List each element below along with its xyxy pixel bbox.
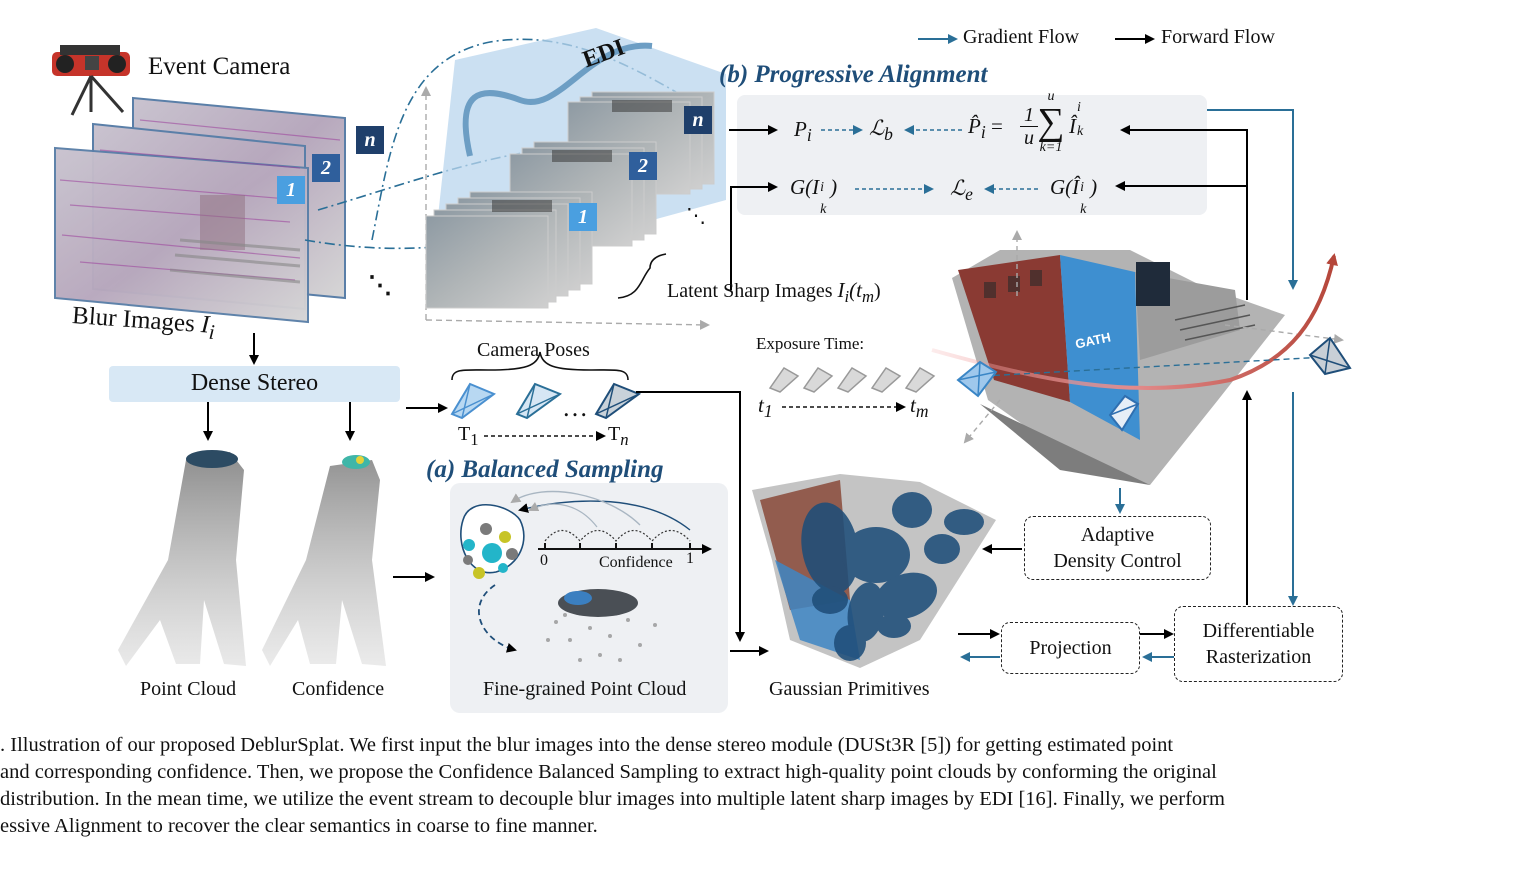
sampling-arrow-light-2 xyxy=(528,502,598,528)
blur-frame-number-2: 2 xyxy=(312,154,340,182)
scene-camera-right xyxy=(1308,336,1352,376)
adaptive-line-1: Adaptive xyxy=(1080,524,1155,546)
gradient-arrow-to-trajectory xyxy=(1207,109,1298,290)
fraction: 1 u xyxy=(1020,104,1038,149)
blur-frame-number-1: 1 xyxy=(277,176,305,204)
blur-frame-1 xyxy=(54,146,309,324)
edi-axis-horizontal xyxy=(425,319,710,330)
point-cloud-graphic xyxy=(118,450,246,666)
confidence-label: Confidence xyxy=(292,678,385,700)
arrow-to-fine-cloud xyxy=(478,584,517,653)
summation: u ∑ k=1 xyxy=(1037,89,1065,156)
camera-poses-label: Camera Poses xyxy=(477,339,590,361)
latent-sharp-images-label: Latent Sharp Images Ii(tm) xyxy=(667,278,881,306)
exposure-tm-label: tm xyxy=(910,393,929,422)
differentiable-rasterization-box: Differentiable Rasterization xyxy=(1174,606,1343,682)
scene-camera-mid xyxy=(1108,394,1140,432)
trajectory-dashed-line xyxy=(983,356,1326,377)
dense-stereo-label: Dense Stereo xyxy=(190,370,319,396)
caption-line-4: essive Alignment to recover the clear se… xyxy=(0,815,598,837)
poses-brace xyxy=(451,351,629,381)
fine-cloud-graphic xyxy=(546,589,657,662)
event-camera-icon xyxy=(52,45,130,116)
figure-caption: . Illustration of our proposed DeblurSpl… xyxy=(0,732,1482,840)
point-cloud-label: Point Cloud xyxy=(140,678,237,700)
adaptive-line-2: Density Control xyxy=(1053,550,1182,572)
edi-frame-number-2: 2 xyxy=(629,152,657,180)
blur-frame-number-n: n xyxy=(356,126,384,154)
loss-b-term: ℒb xyxy=(869,116,893,145)
camera-trajectory xyxy=(931,253,1338,391)
p-i-term: Pi xyxy=(794,117,812,146)
projection-box: Projection xyxy=(1001,622,1140,674)
scene-camera-left xyxy=(956,360,998,398)
event-camera-label: Event Camera xyxy=(148,53,291,80)
arrow-poses-to-gaussian xyxy=(636,391,745,642)
latent-brace xyxy=(617,253,667,299)
axis-confidence-label: Confidence xyxy=(599,554,673,571)
pose-t1-label: T1 xyxy=(458,423,479,449)
exposure-t1-label: t1 xyxy=(758,393,773,422)
fine-grained-point-cloud-label: Fine-grained Point Cloud xyxy=(483,678,687,700)
edi-frame-number-n: n xyxy=(684,106,712,134)
sampling-cluster xyxy=(460,504,525,579)
caption-line-1: . Illustration of our proposed DeblurSpl… xyxy=(0,734,1174,756)
scene-axis-down xyxy=(963,399,1001,444)
arrow-render-to-phat xyxy=(1120,125,1248,300)
balanced-sampling-title: (a) Balanced Sampling xyxy=(426,456,664,483)
legend-gradient-flow: Gradient Flow xyxy=(963,26,1080,48)
exposure-time-label: Exposure Time: xyxy=(756,334,865,353)
progressive-alignment-title: (b) Progressive Alignment xyxy=(719,61,988,88)
rasterization-line-1: Differentiable xyxy=(1202,620,1315,642)
confidence-distribution-curve xyxy=(544,529,691,542)
camera-poses-ellipsis: … xyxy=(562,393,588,422)
exposure-cameras xyxy=(768,367,936,393)
pose-camera-1 xyxy=(450,382,496,420)
pose-tn-label: Tn xyxy=(608,423,629,449)
arrow-into-g xyxy=(730,182,778,290)
sharp-stack-ellipsis: ⋱ xyxy=(686,205,706,227)
connector-frame-n xyxy=(371,38,677,241)
legend-forward-flow: Forward Flow xyxy=(1161,26,1275,48)
dense-stereo-box xyxy=(109,366,400,402)
blur-stack-ellipsis: ⋱ xyxy=(368,273,392,299)
p-hat-term: P̂i = xyxy=(968,114,1003,143)
projection-label: Projection xyxy=(1029,637,1112,659)
scene-axis-right xyxy=(1224,324,1344,344)
adaptive-density-control-box: Adaptive Density Control xyxy=(1024,516,1211,580)
building-scene xyxy=(952,250,1285,485)
axis-zero-label: 0 xyxy=(540,552,548,569)
axis-one-label: 1 xyxy=(686,550,694,567)
pose-camera-2 xyxy=(515,382,563,420)
edi-curve xyxy=(462,42,653,157)
pose-camera-n xyxy=(594,382,642,420)
blur-image-stack xyxy=(54,96,346,324)
rasterization-line-2: Rasterization xyxy=(1205,646,1312,668)
confidence-cloud-graphic xyxy=(262,455,386,666)
gaussian-primitives-label: Gaussian Primitives xyxy=(769,678,930,700)
loss-e-term: ℒe xyxy=(950,176,973,205)
connector-frame-2 xyxy=(317,143,629,211)
caption-line-2: and corresponding confidence. Then, we p… xyxy=(0,761,1217,783)
caption-line-3: distribution. In the mean time, we utili… xyxy=(0,788,1225,810)
sampling-arrow-light xyxy=(510,490,641,526)
gaussian-ellipses xyxy=(801,492,984,661)
edi-frame-number-1: 1 xyxy=(569,203,597,231)
